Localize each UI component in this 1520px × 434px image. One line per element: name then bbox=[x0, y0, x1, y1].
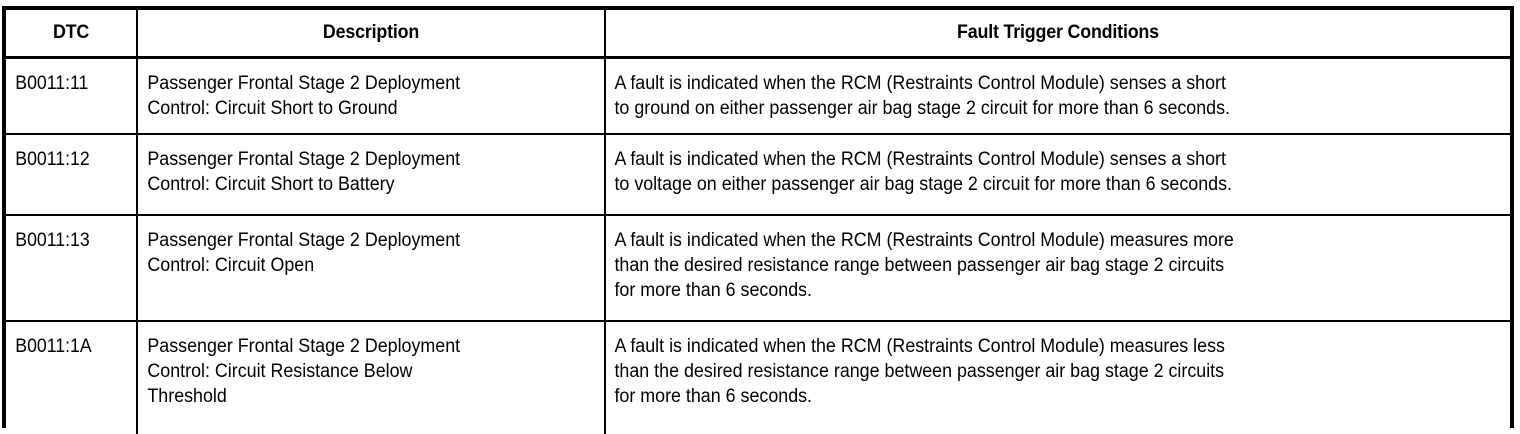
cell-dtc-code: B0011:1A bbox=[6, 321, 137, 434]
dtc-code-text: B0011:12 bbox=[6, 135, 127, 182]
cell-description: Passenger Frontal Stage 2 Deployment Con… bbox=[137, 134, 605, 215]
column-header-description-label: Description bbox=[152, 22, 590, 44]
cell-description: Passenger Frontal Stage 2 Deployment Con… bbox=[137, 215, 605, 321]
fault-trigger-conditions-text: A fault is indicated when the RCM (Restr… bbox=[606, 59, 1456, 131]
cell-fault-trigger-conditions: A fault is indicated when the RCM (Restr… bbox=[605, 215, 1510, 321]
table-header-row: DTC Description Fault Trigger Conditions bbox=[6, 10, 1510, 58]
column-header-dtc: DTC bbox=[10, 10, 133, 58]
dtc-table-container: DTC Description Fault Trigger Conditions… bbox=[2, 6, 1514, 428]
table-row: B0011:12 Passenger Frontal Stage 2 Deplo… bbox=[6, 134, 1510, 215]
table-body: B0011:11 Passenger Frontal Stage 2 Deplo… bbox=[6, 58, 1510, 434]
cell-description: Passenger Frontal Stage 2 Deployment Con… bbox=[137, 321, 605, 434]
dtc-fault-table: DTC Description Fault Trigger Conditions… bbox=[6, 10, 1510, 434]
fault-trigger-conditions-text: A fault is indicated when the RCM (Restr… bbox=[606, 322, 1456, 419]
dtc-code-text: B0011:1A bbox=[6, 322, 127, 369]
cell-dtc-code: B0011:11 bbox=[6, 58, 137, 135]
dtc-code-text: B0011:11 bbox=[6, 59, 127, 106]
description-text: Passenger Frontal Stage 2 Deployment Con… bbox=[138, 322, 576, 419]
table-row: B0011:1A Passenger Frontal Stage 2 Deplo… bbox=[6, 321, 1510, 434]
table-row: B0011:13 Passenger Frontal Stage 2 Deplo… bbox=[6, 215, 1510, 321]
table-header: DTC Description Fault Trigger Conditions bbox=[6, 10, 1510, 58]
cell-fault-trigger-conditions: A fault is indicated when the RCM (Restr… bbox=[605, 58, 1510, 135]
description-text: Passenger Frontal Stage 2 Deployment Con… bbox=[138, 216, 576, 288]
column-header-fault-trigger-conditions: Fault Trigger Conditions bbox=[632, 10, 1483, 58]
column-header-fault-trigger-conditions-label: Fault Trigger Conditions bbox=[633, 22, 1483, 44]
fault-trigger-conditions-text: A fault is indicated when the RCM (Restr… bbox=[606, 135, 1456, 207]
column-header-description: Description bbox=[151, 10, 591, 58]
cell-fault-trigger-conditions: A fault is indicated when the RCM (Restr… bbox=[605, 321, 1510, 434]
cell-dtc-code: B0011:12 bbox=[6, 134, 137, 215]
cell-description: Passenger Frontal Stage 2 Deployment Con… bbox=[137, 58, 605, 135]
table-row: B0011:11 Passenger Frontal Stage 2 Deplo… bbox=[6, 58, 1510, 135]
dtc-code-text: B0011:13 bbox=[6, 216, 127, 263]
cell-fault-trigger-conditions: A fault is indicated when the RCM (Restr… bbox=[605, 134, 1510, 215]
cell-dtc-code: B0011:13 bbox=[6, 215, 137, 321]
description-text: Passenger Frontal Stage 2 Deployment Con… bbox=[138, 135, 576, 207]
description-text: Passenger Frontal Stage 2 Deployment Con… bbox=[138, 59, 576, 131]
fault-trigger-conditions-text: A fault is indicated when the RCM (Restr… bbox=[606, 216, 1456, 313]
column-header-dtc-label: DTC bbox=[10, 22, 132, 44]
